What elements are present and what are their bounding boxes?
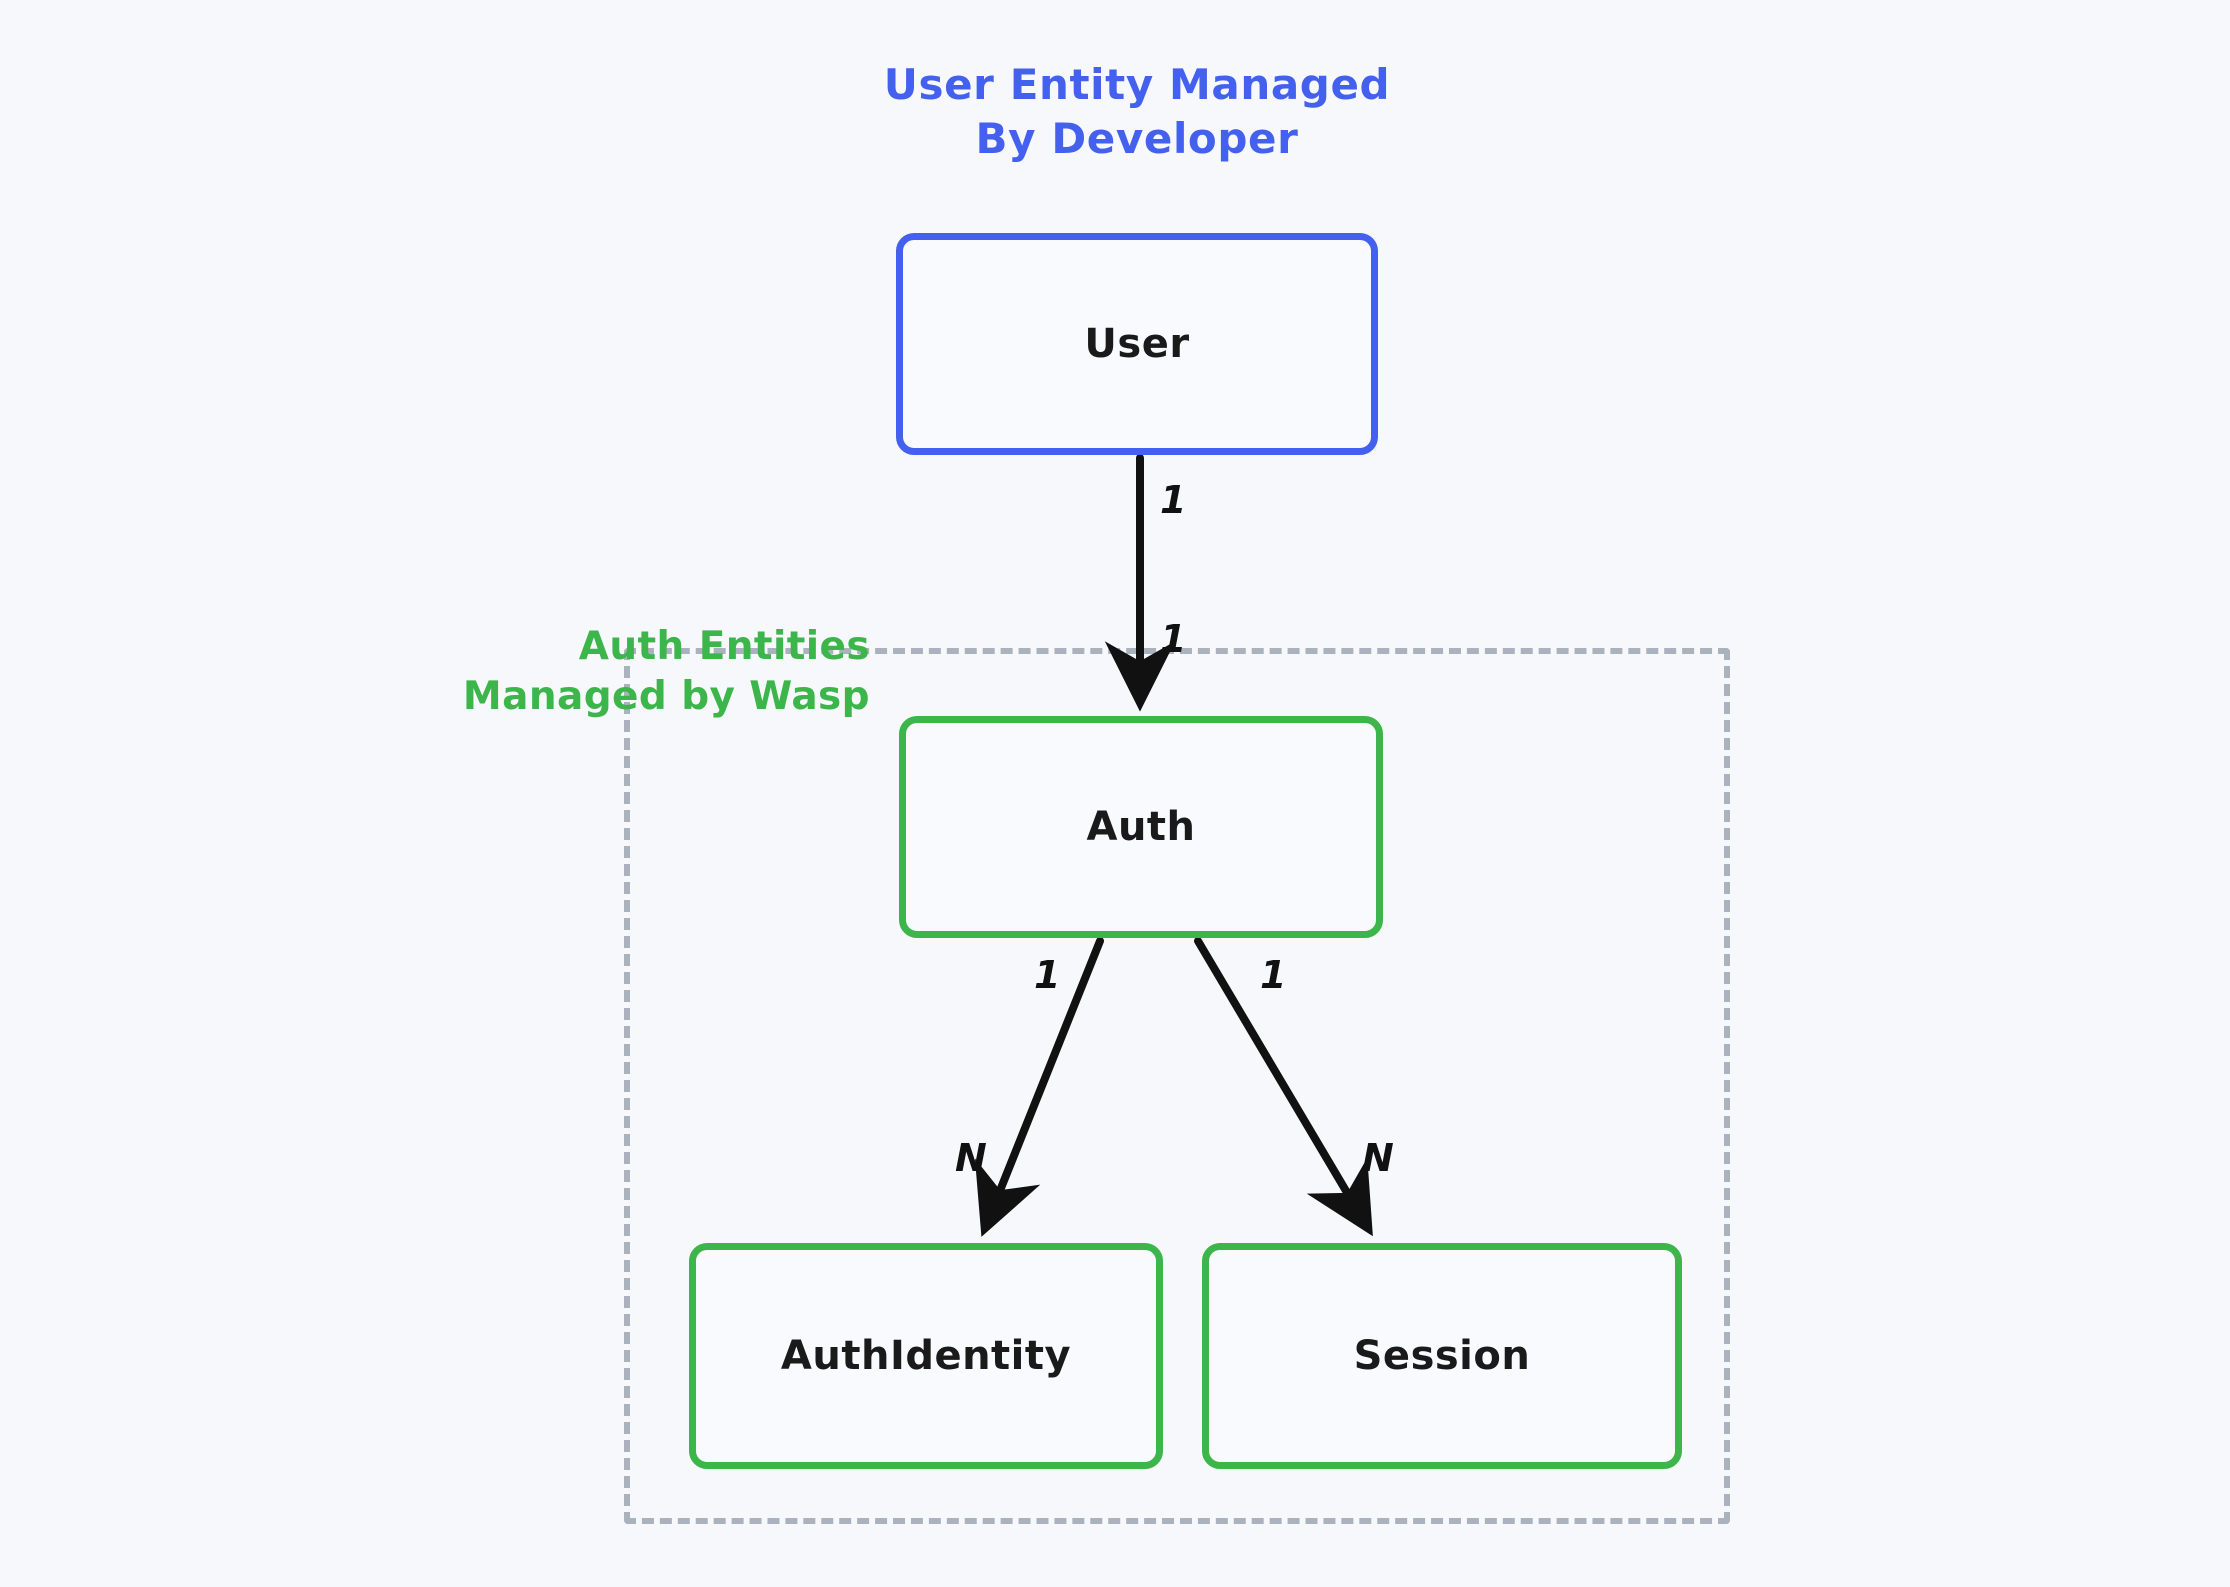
user-group-title: User Entity Managed By Developer (883, 60, 1391, 163)
edge-auth-to-session (1194, 937, 1373, 1237)
entity-box-authidentity[interactable] (689, 1243, 1163, 1469)
entity-box-user[interactable] (896, 233, 1378, 455)
entity-box-session[interactable] (1202, 1243, 1682, 1469)
auth-group-title: Auth Entities Managed by Wasp (462, 624, 870, 719)
entity-box-auth[interactable] (899, 716, 1383, 938)
auth-entities-group-frame (624, 648, 1730, 1524)
edge-auth-to-authidentity (974, 937, 1104, 1237)
